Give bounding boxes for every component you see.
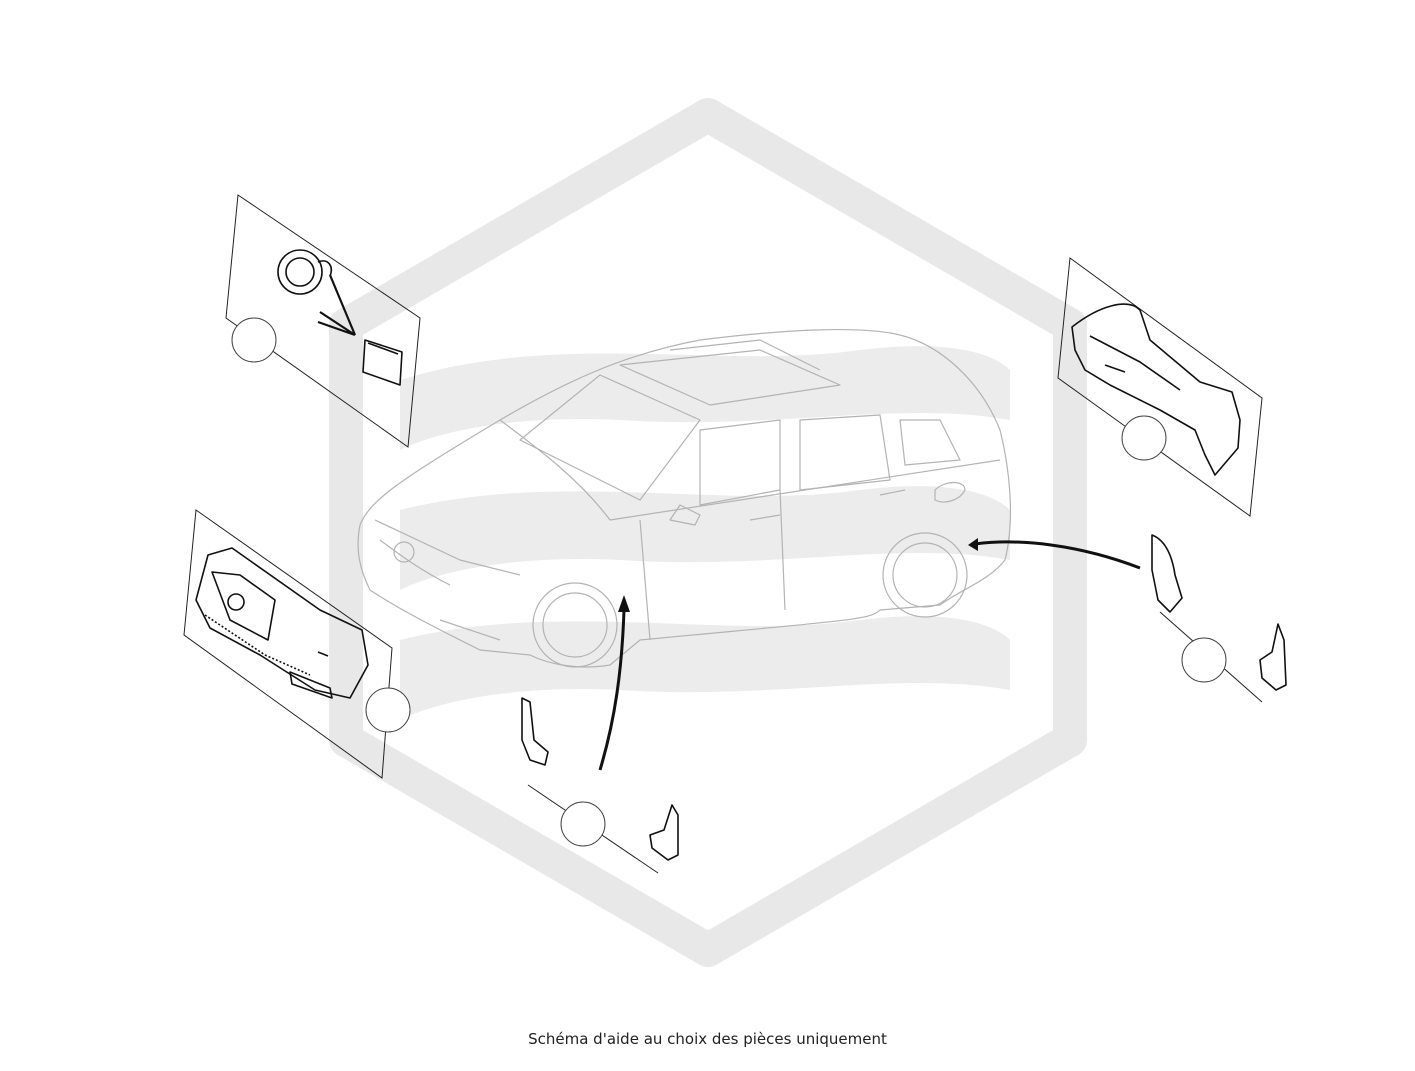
callout-rear-mudflaps[interactable]: [1181, 637, 1227, 683]
parts-panel-rear-bumper[interactable]: [1057, 257, 1263, 517]
car-outline-icon: [357, 328, 1012, 668]
diagram-caption: Schéma d'aide au choix des pièces unique…: [528, 1030, 887, 1048]
parts-panel-front-bumper[interactable]: [183, 509, 411, 779]
callout-front-bumper[interactable]: [365, 687, 411, 733]
callout-parking-sensors[interactable]: [231, 317, 277, 363]
callout-front-mudflaps[interactable]: [560, 801, 606, 847]
hexagon-logo-watermark: [329, 98, 1087, 967]
callout-rear-bumper[interactable]: [1121, 415, 1167, 461]
parts-panel-rear-mudflaps[interactable]: [968, 534, 1287, 703]
parts-panel-parking-sensors[interactable]: [225, 194, 421, 448]
parts-panel-front-mudflaps[interactable]: [521, 595, 679, 874]
